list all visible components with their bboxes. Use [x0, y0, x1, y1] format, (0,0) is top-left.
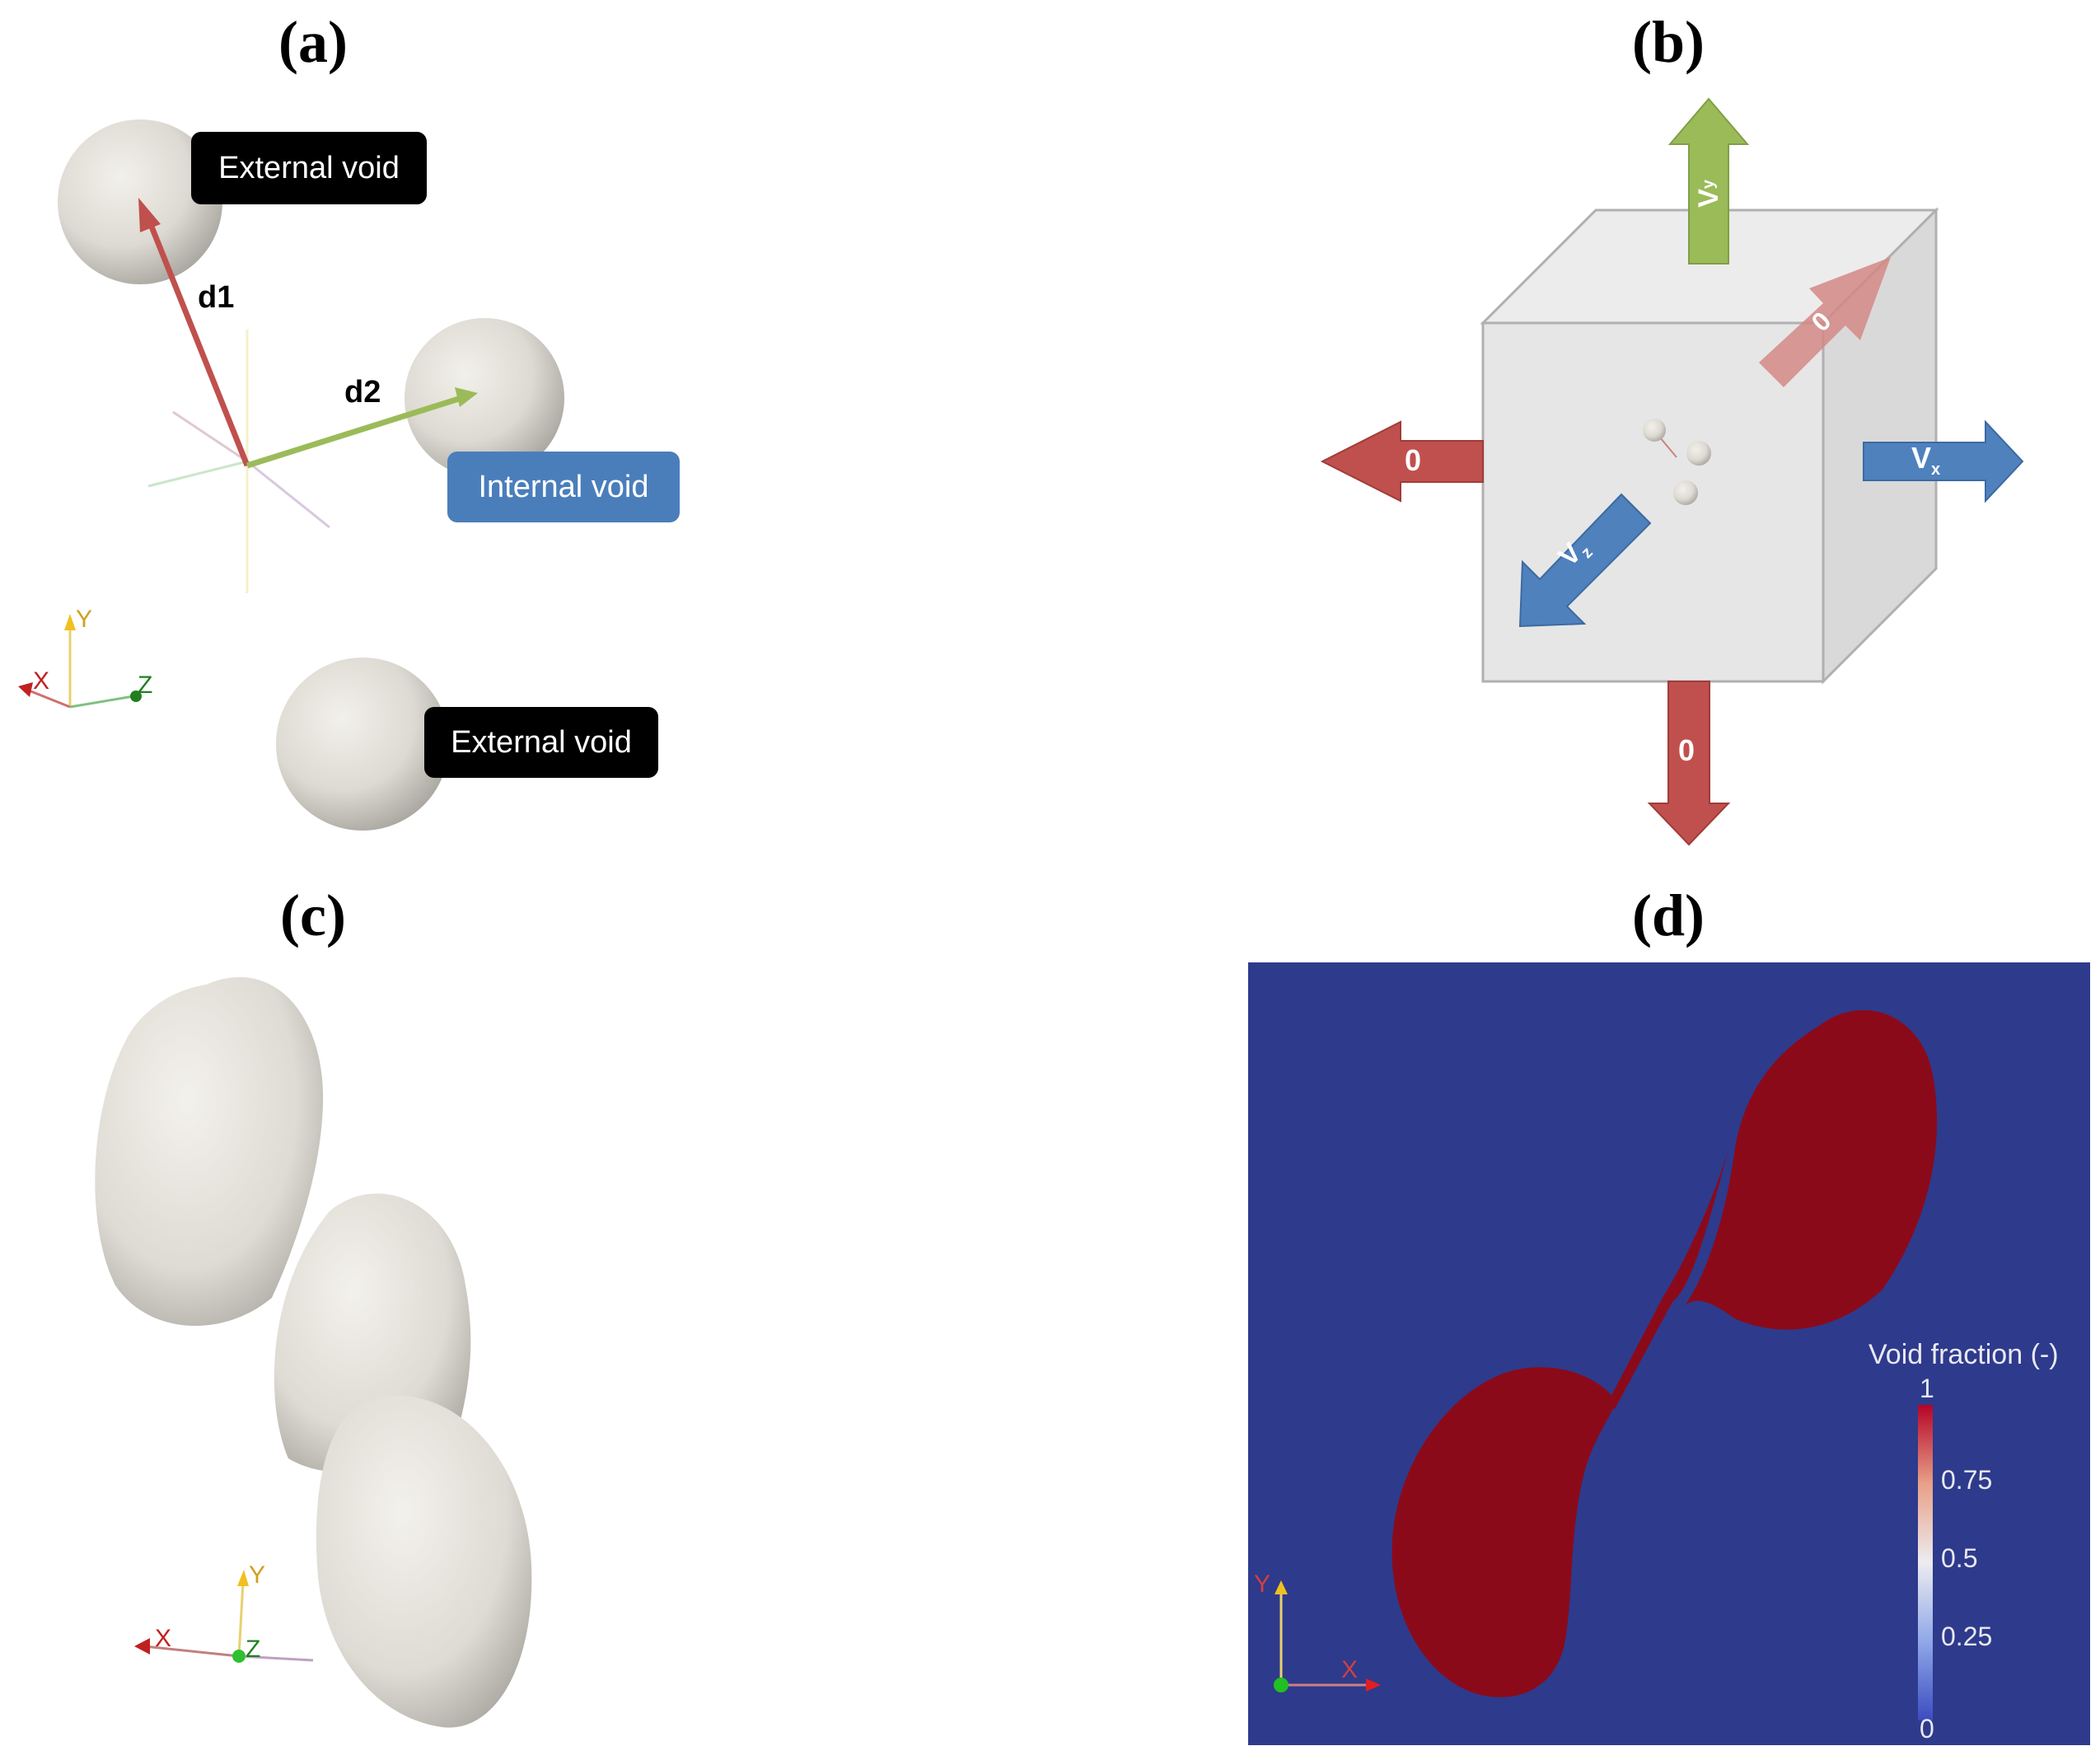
triad-x-axis	[143, 1645, 240, 1658]
arrow-left-zero	[1320, 420, 1484, 503]
arrow-vy-text: V	[1692, 189, 1724, 208]
triad-y-axis	[237, 1581, 245, 1657]
triad-x-arrow	[18, 682, 33, 697]
panel-b	[1320, 97, 2024, 846]
triad-z-axis	[69, 695, 134, 709]
triad-c-y-label: Y	[249, 1561, 266, 1589]
tag-internal-void: Internal void	[447, 452, 680, 522]
panel-label-c: (c)	[280, 882, 346, 948]
cube-front-face	[1481, 321, 1825, 683]
arrow-down-zero-label: 0	[1678, 733, 1695, 767]
panel-c	[95, 976, 532, 1728]
arrow-vy	[1667, 97, 1750, 264]
triad-origin-marker	[232, 1650, 246, 1663]
void-region-lower	[1391, 1367, 1616, 1697]
triad-a-z-label: Z	[138, 672, 153, 699]
faint-axis-line	[246, 460, 330, 529]
inner-sphere	[1686, 441, 1711, 466]
arrow-vx-text: V	[1911, 441, 1932, 475]
triad-d-x-label: X	[1341, 1656, 1359, 1683]
panel-d	[1248, 962, 2090, 1745]
triad-x-arrow	[1366, 1678, 1381, 1692]
colorbar-tick-05: 0.5	[1941, 1543, 1978, 1573]
void-region-upper	[1685, 1009, 1938, 1330]
triad-z-axis	[238, 1655, 314, 1662]
d1-label: d1	[198, 280, 235, 315]
faint-axis-line	[147, 460, 248, 488]
arrow-down-zero	[1647, 681, 1731, 846]
triad-c-x-label: X	[155, 1625, 172, 1652]
panel-label-d: (d)	[1632, 882, 1705, 948]
external-void-sphere-bottom	[276, 658, 449, 831]
triad-x-axis	[24, 687, 71, 709]
void-blob-top	[95, 976, 324, 1327]
inner-sphere	[1673, 480, 1698, 505]
triad-z-marker	[130, 690, 142, 702]
arrow-back-zero	[1759, 257, 1891, 387]
panel-a	[18, 119, 564, 831]
triad-c-z-label: Z	[246, 1636, 261, 1663]
faint-axis-line	[172, 410, 248, 463]
internal-void-sphere	[405, 318, 564, 478]
triad-origin-marker	[1274, 1678, 1289, 1692]
tag-external-void-top: External void	[191, 132, 427, 204]
arrow-vy-sub: y	[1699, 180, 1718, 190]
panel-label-a: (a)	[278, 9, 348, 75]
colorbar-title: Void fraction (-)	[1868, 1339, 2059, 1370]
void-ligament	[1607, 1149, 1728, 1409]
d1-vector	[145, 217, 250, 467]
arrow-vx	[1863, 419, 2024, 503]
arrow-vx-sub: x	[1931, 461, 1941, 480]
d2-vector	[246, 395, 463, 469]
d2-label: d2	[344, 375, 381, 410]
arrow-vx-label: Vx	[1911, 441, 1940, 480]
triad-a-x-label: X	[33, 667, 50, 695]
colorbar-tick-025: 0.25	[1941, 1622, 1993, 1651]
colorbar-tick-075: 0.75	[1941, 1465, 1993, 1495]
arrow-vz	[1518, 493, 1652, 628]
d2-arrowhead	[455, 387, 478, 407]
triad-d-y-label: Y	[1254, 1570, 1271, 1598]
arrow-left-zero-label: 0	[1405, 443, 1422, 477]
triad-y-arrow	[237, 1570, 249, 1586]
tag-external-void-bottom: External void	[424, 707, 658, 778]
triad-y-arrow	[64, 614, 76, 630]
colorbar-tick-0: 0	[1920, 1714, 1934, 1744]
void-blob-bottom	[316, 1395, 532, 1728]
triad-y-arrow	[1274, 1580, 1288, 1594]
triad-x-arrow	[134, 1638, 150, 1655]
field-background	[1248, 962, 2090, 1745]
colorbar-tick-1: 1	[1920, 1374, 1934, 1403]
triad-a-y-label: Y	[76, 606, 93, 633]
d1-arrowhead	[138, 198, 161, 232]
colorbar	[1918, 1405, 1933, 1720]
panel-label-b: (b)	[1632, 9, 1705, 75]
inner-sphere	[1643, 419, 1666, 442]
